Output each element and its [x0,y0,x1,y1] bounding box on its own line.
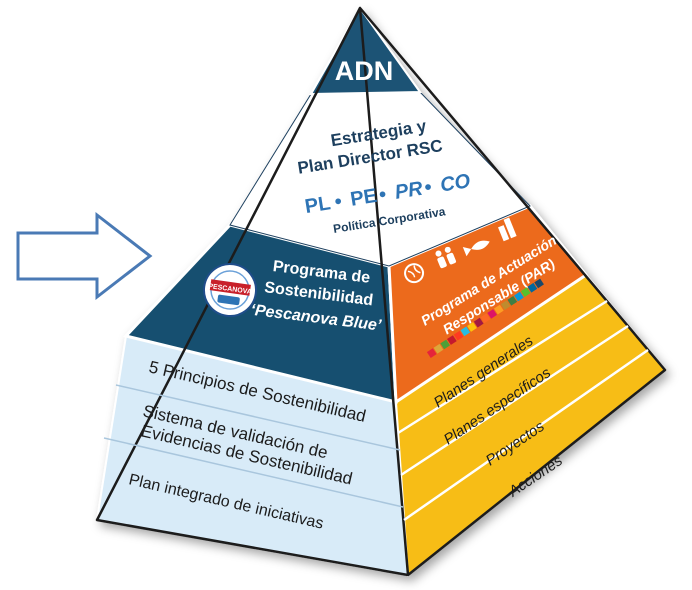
sdg-tile [460,326,471,337]
par-icons-row [404,217,517,284]
code-co: CO [439,170,473,196]
sdg-tile [480,313,491,324]
sdg-tile [534,278,544,289]
sdg-tile [473,317,484,328]
sdg-tile [527,282,538,293]
sdg-tiles [426,278,544,358]
left-row-dividers [103,384,404,508]
sdg-tile [520,287,531,297]
fish-icon [462,240,490,257]
sdg-tile [500,300,511,311]
sdg-tile [507,295,518,306]
pyramid-body [95,6,667,577]
right-row-dividers [397,299,649,522]
sdg-tile [453,330,464,341]
arrow-right-icon [16,211,153,301]
sdg-tile [440,339,451,350]
sdg-tile [487,309,497,319]
code-separator-3: • [423,176,433,199]
globe-icon [404,263,425,284]
sdg-tile [514,291,524,302]
code-pl: PL [303,192,332,218]
sdg-tile [467,322,477,332]
apex-label: ADN [335,56,394,86]
building-icon [498,217,517,242]
pyramid-edges [95,6,667,577]
strategy-codes: PL • PE • PR • CO [303,170,472,218]
sdg-tile [494,304,504,315]
pescanova-blue-seal: PESCANOVA [203,263,257,317]
code-separator-1: • [333,191,343,214]
sdg-tile [447,335,457,345]
sdg-tile [426,348,437,358]
code-separator-2: • [377,183,387,206]
sdg-tile [433,343,444,354]
code-pe: PE [349,185,379,211]
apex-panel [309,6,422,96]
people-icon [435,246,457,269]
code-pr: PR [393,178,424,204]
